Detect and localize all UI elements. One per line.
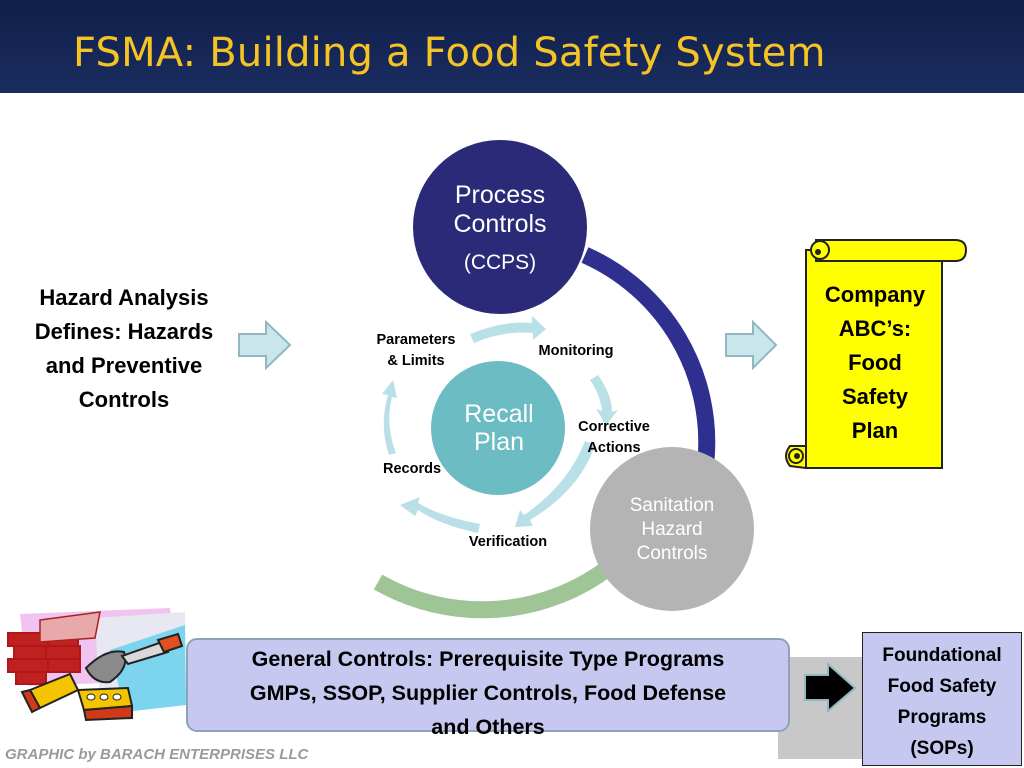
sanitation-line: Controls (636, 543, 708, 564)
recall-line: Plan (473, 428, 525, 456)
process-line: (CCPS) (463, 251, 537, 274)
grey-backdrop (778, 657, 862, 759)
sanitation-line: Sanitation (629, 495, 715, 516)
sanitation-circle (590, 447, 754, 611)
general-controls-line: General Controls: Prerequisite Type Prog… (251, 647, 725, 671)
arrow-right-icon (725, 319, 778, 371)
arrow-right-icon (238, 319, 292, 371)
company-plan-text: Company ABC’s: Food Safety Plan (812, 278, 938, 448)
scroll-line: Food (848, 350, 902, 375)
process-controls-label: Process Controls (CCPS) (420, 181, 580, 277)
general-controls-line: GMPs, SSOP, Supplier Controls, Food Defe… (249, 681, 727, 705)
header-bar: FSMA: Building a Food Safety System (0, 0, 1024, 93)
page-title: FSMA: Building a Food Safety System (73, 30, 826, 76)
sanitation-line: Hazard (641, 519, 703, 540)
scroll-icon (785, 239, 968, 470)
inner-cycle-arrows (382, 316, 618, 533)
general-controls-line: and Others (431, 715, 545, 739)
corrective-actions-label: Corrective Actions (560, 417, 668, 459)
hazard-line: Defines: Hazards (34, 319, 214, 344)
records-label: Records (382, 461, 442, 477)
scroll-line: Company (824, 282, 926, 307)
hazard-analysis-text: Hazard Analysis Defines: Hazards and Pre… (20, 281, 228, 417)
hazard-line: Hazard Analysis (39, 285, 209, 310)
hazard-line: and Preventive (45, 353, 203, 378)
green-cycle-arc (373, 558, 618, 619)
parameters-line: & Limits (387, 353, 445, 369)
recall-plan-circle (431, 361, 565, 495)
scroll-line: Plan (851, 418, 899, 443)
sanitation-label: Sanitation Hazard Controls (602, 494, 742, 566)
foundational-line: (SOPs) (910, 738, 974, 759)
blue-cycle-arc (581, 247, 716, 461)
foundational-programs-box: Foundational Food Safety Programs (SOPs) (862, 632, 1022, 766)
process-controls-circle (413, 140, 587, 314)
monitoring-label: Monitoring (538, 343, 614, 359)
parameters-limits-label: Parameters & Limits (360, 330, 472, 372)
arrow-right-icon (804, 661, 857, 714)
foundational-line: Foundational (882, 645, 1002, 666)
scroll-line: ABC’s: (838, 316, 912, 341)
process-line: Controls (453, 210, 547, 238)
verification-label: Verification (468, 534, 548, 550)
corrective-line: Corrective (578, 419, 650, 435)
recall-line: Recall (464, 400, 534, 428)
process-line: Process (454, 181, 546, 209)
foundational-line: Programs (897, 707, 987, 728)
parameters-line: Parameters (376, 332, 456, 348)
bricks-trowel-clipart-icon (7, 608, 186, 722)
recall-plan-label: Recall Plan (440, 400, 558, 456)
hazard-line: Controls (78, 387, 170, 412)
general-controls-box: General Controls: Prerequisite Type Prog… (186, 638, 790, 739)
corrective-line: Actions (587, 440, 641, 456)
footer-credit: GRAPHIC by BARACH ENTERPRISES LLC (5, 746, 309, 763)
scroll-line: Safety (841, 384, 909, 409)
foundational-line: Food Safety (887, 676, 997, 697)
